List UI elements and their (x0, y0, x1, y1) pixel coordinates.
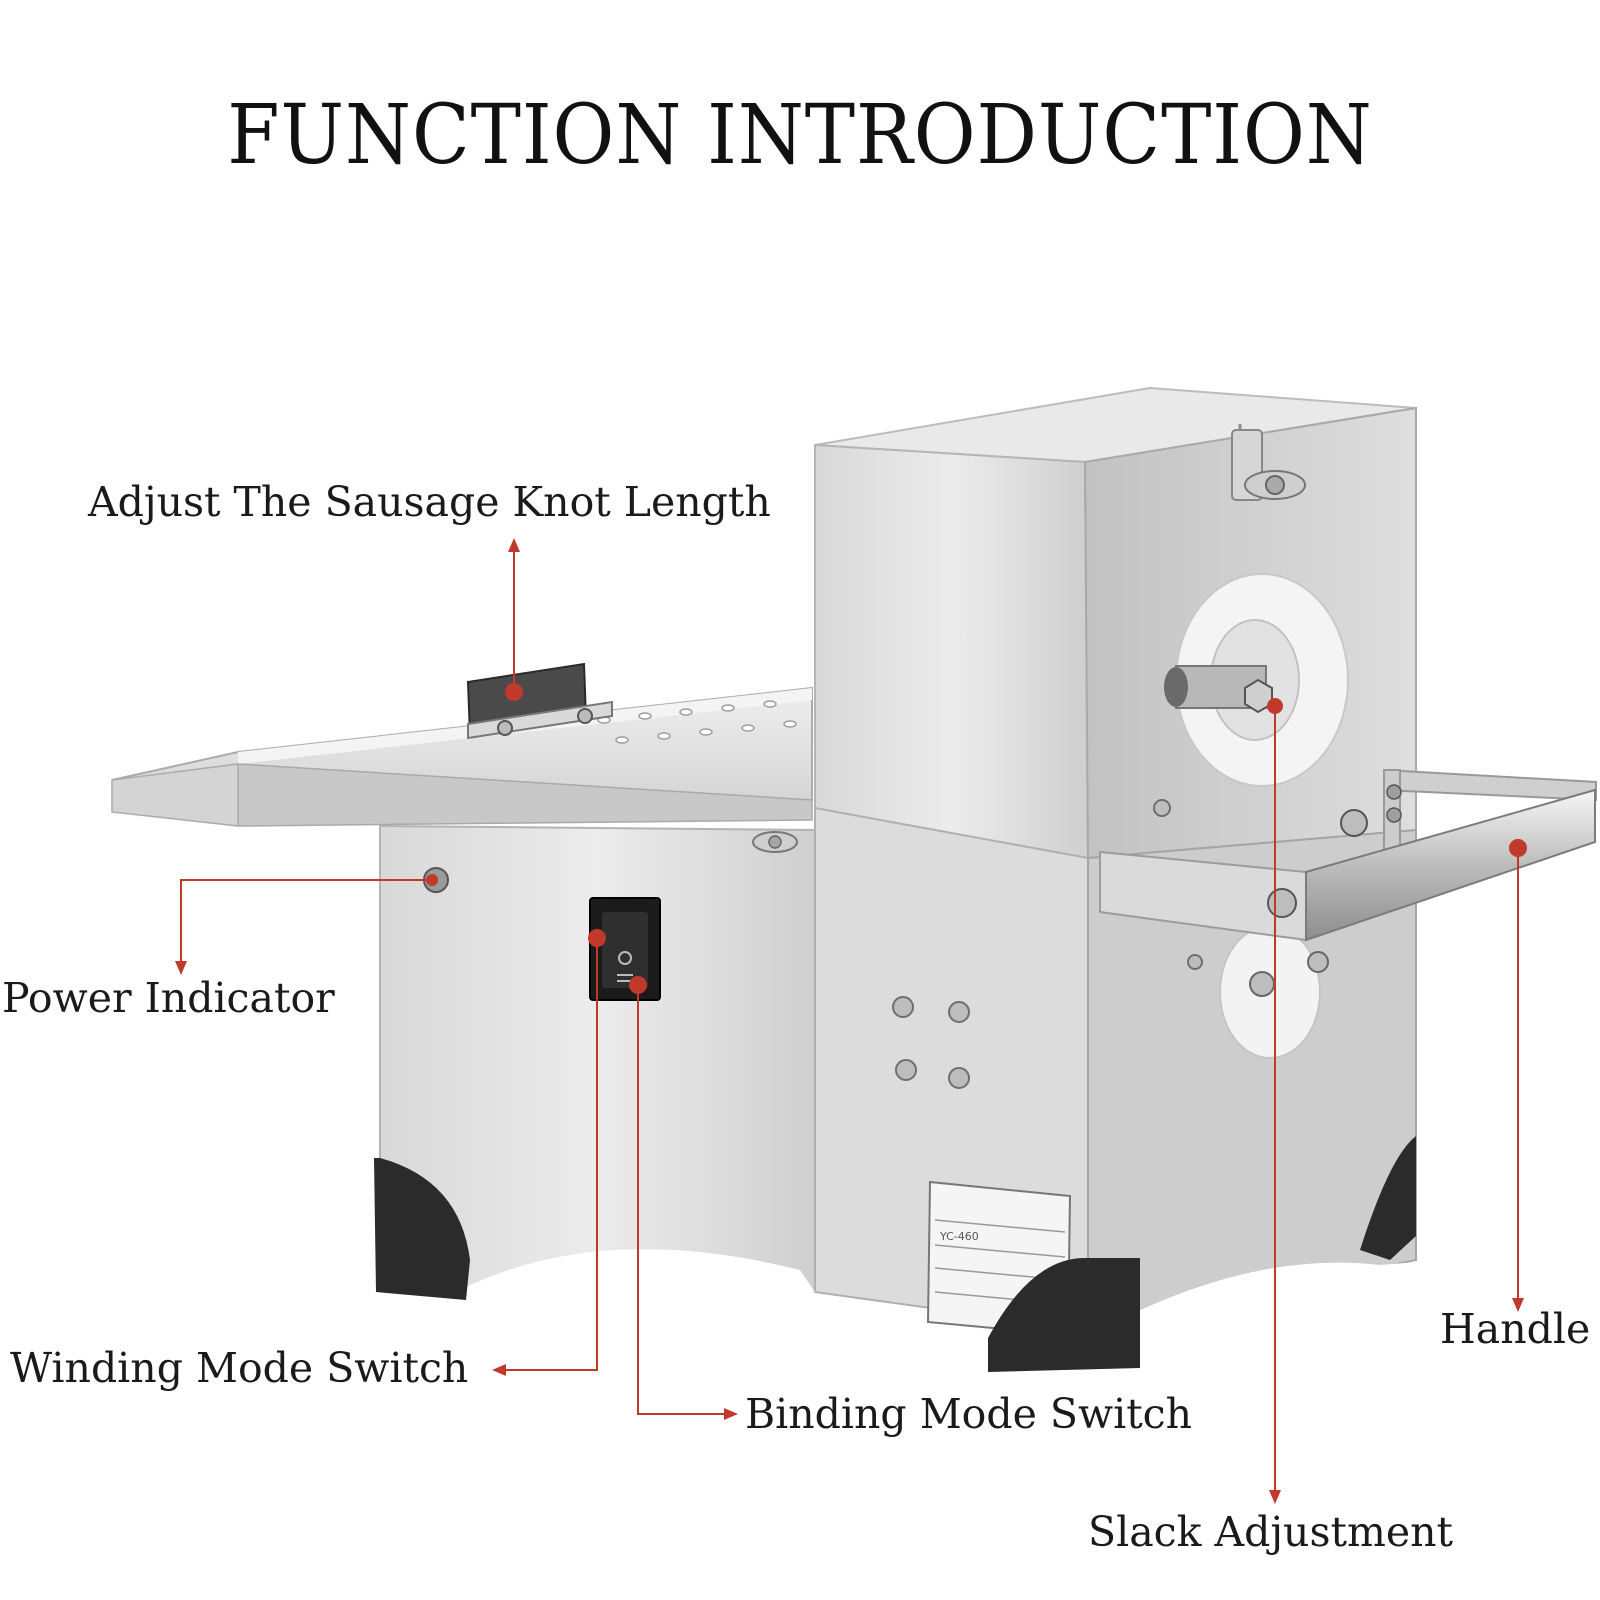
screw-icon (1249, 971, 1275, 997)
switch-off-symbol-icon (618, 951, 632, 965)
lower-roller (1219, 925, 1329, 1059)
label-power-indicator: Power Indicator (2, 974, 335, 1022)
handle-bar[interactable] (1305, 788, 1596, 942)
screw-icon (895, 1059, 917, 1081)
wing-nut-icon (1244, 470, 1306, 500)
screw-icon (1153, 799, 1171, 817)
label-winding-mode-switch: Winding Mode Switch (10, 1344, 469, 1392)
screw-icon (577, 708, 593, 724)
knot-length-adjuster[interactable] (466, 662, 613, 740)
callout-lines (180, 548, 1519, 1494)
callout-dot (1509, 839, 1527, 857)
rubber-feet (374, 1136, 1416, 1372)
handle-assembly[interactable] (1099, 768, 1597, 942)
callout-dot (629, 976, 647, 994)
cabinet-front-face (814, 443, 1090, 860)
label-binding-mode-switch: Binding Mode Switch (745, 1390, 1193, 1438)
mode-rocker-switch[interactable] (589, 897, 661, 1001)
rubber-foot (1360, 1136, 1416, 1260)
leader-power-indicator (180, 879, 432, 965)
arrow-right-icon (724, 1408, 738, 1420)
screw-icon (1267, 888, 1297, 918)
screw-icon (892, 996, 914, 1018)
label-adjust-knot-length: Adjust The Sausage Knot Length (88, 478, 771, 526)
rubber-foot (988, 1258, 1140, 1372)
callout-dots-and-arrows (175, 538, 1527, 1504)
leader-binding-mode (637, 985, 728, 1415)
arrow-up-icon (508, 538, 520, 552)
base-side-face (1087, 828, 1417, 1332)
wing-nut-icon (752, 831, 798, 853)
callout-dot (505, 683, 523, 701)
arrow-down-icon (175, 961, 187, 975)
rubber-foot (374, 1158, 470, 1300)
screw-icon (497, 720, 513, 736)
callout-dot (588, 929, 606, 947)
feed-tray (111, 662, 813, 853)
screw-icon (948, 1067, 970, 1089)
arrow-down-icon (1269, 1490, 1281, 1504)
tray-holes (597, 700, 797, 744)
leader-winding-mode (502, 938, 598, 1371)
label-slack-adjustment: Slack Adjustment (1088, 1508, 1453, 1556)
label-plate-model: YC-460 (939, 1230, 979, 1243)
callout-dot (1267, 698, 1283, 714)
callout-dot (426, 874, 438, 886)
screw-icon (1187, 954, 1203, 970)
arrow-down-icon (1512, 1298, 1524, 1312)
screw-icon (1340, 809, 1368, 837)
arrow-left-icon (492, 1364, 506, 1376)
screw-icon (948, 1001, 970, 1023)
label-handle: Handle (1440, 1305, 1591, 1353)
screw-icon (1307, 951, 1329, 973)
page-title: FUNCTION INTRODUCTION (227, 88, 1373, 183)
upper-roller (1164, 573, 1349, 787)
